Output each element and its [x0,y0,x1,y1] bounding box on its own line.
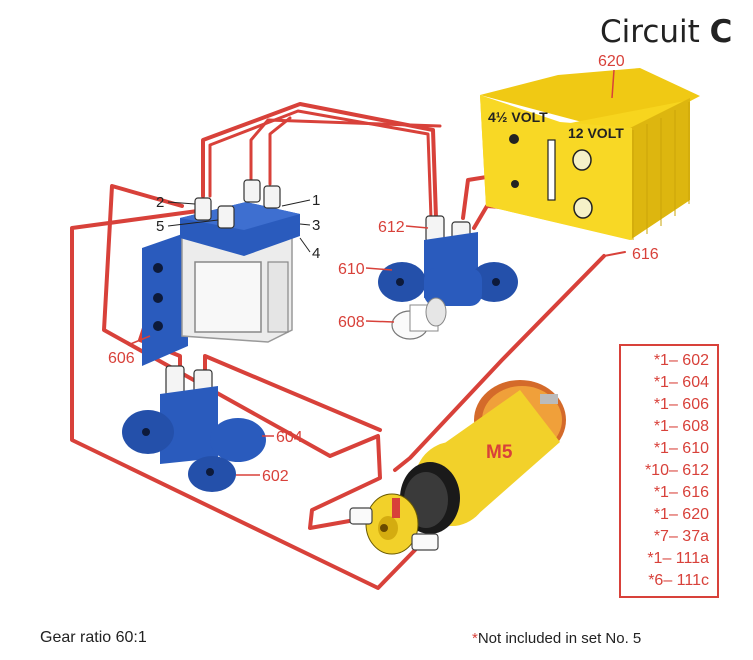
relay-terminal-1: 1 [312,192,320,209]
parts-list-item: *1– 606 [653,396,709,413]
parts-list-item: *1– 111a [647,550,709,567]
relay-terminal-2: 2 [156,194,164,211]
switch-holder-604: 604 602 [122,365,303,492]
parts-list-item: *10– 612 [644,462,709,479]
parts-list-item: *1– 602 [653,352,709,369]
switch-label-602: 602 [262,468,289,485]
note-text: Not included in set No. 5 [477,630,642,647]
parts-list-box: *1– 602 *1– 604 *1– 606 *1– 608 *1– 610 … [619,344,719,598]
parts-list-item: *1– 608 [653,418,709,435]
battery-right-terminal-label: 12 VOLT [568,125,624,141]
circuit-title: Circuit C [600,14,732,50]
not-included-note: *Not included in set No. 5 [472,630,641,647]
wire-616-lead [603,251,626,257]
lamp-label: 608 [338,314,365,331]
parts-list-item: *6– 111c [648,572,709,589]
wire-relay-term-b [268,116,292,186]
wire-616-label: 616 [632,246,659,263]
wire-616 [393,254,606,472]
relay-terminal-3: 3 [312,217,320,234]
wire-relay-to-lamp-b [208,109,433,220]
parts-list-item: *1– 610 [653,440,709,457]
relay-terminal-4: 4 [312,245,320,262]
lamp-holder-610: 612 610 608 [338,215,518,340]
gear-ratio-note: Gear ratio 60:1 [40,629,147,646]
circuit-title-text: Circuit [600,14,700,50]
wire-relay-left-loop [102,184,382,530]
relay-label: 606 [108,350,135,367]
motor-label: M5 [486,442,513,463]
note-star: * [472,630,478,647]
battery-620: 4½ VOLT 12 VOLT 620 [480,53,700,240]
wire-relay-to-lamp-a [201,102,438,220]
circuit-title-letter: C [709,14,733,50]
relay-606: 606 1 2 3 4 5 [108,179,320,367]
motor-m5: M5 [349,380,566,555]
relay-terminal-5: 5 [156,218,164,235]
wire-switch-to-motor [203,354,382,432]
lamp-plug-label: 612 [378,219,405,236]
battery-left-terminal-label: 4½ VOLT [488,109,548,125]
switch-label-604: 604 [276,429,303,446]
parts-list-item: *1– 604 [653,374,709,391]
parts-list-item: *7– 37a [653,528,709,545]
wire-relay-to-battery [249,118,442,186]
lamp-holder-label: 610 [338,261,365,278]
wire-outer-loop [70,208,417,590]
parts-list-item: *1– 620 [653,506,709,523]
battery-label: 620 [598,53,625,70]
parts-list-item: *1– 616 [653,484,709,501]
